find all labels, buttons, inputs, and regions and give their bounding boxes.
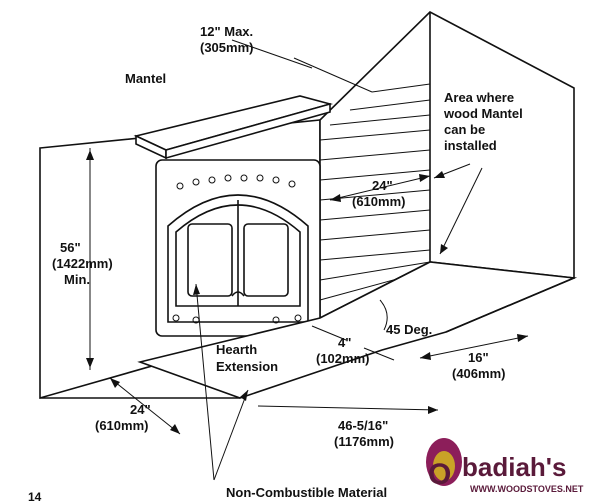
label-sixteen-2: (406mm)	[452, 366, 505, 381]
dim-height	[86, 148, 94, 370]
page-number: 14	[28, 490, 42, 502]
dim-4	[311, 325, 395, 361]
label-height-2: (1422mm)	[52, 256, 113, 271]
label-area-3: can be	[444, 122, 485, 137]
label-mantel-max-1: 12" Max.	[200, 24, 253, 39]
brick-hatch	[319, 83, 431, 301]
label-four-2: (102mm)	[316, 351, 369, 366]
label-front-24-1: 24"	[130, 402, 151, 417]
dim-side-24	[329, 174, 431, 202]
logo-url: WWW.WOODSTOVES.NET	[470, 484, 584, 494]
label-front-24-2: (610mm)	[95, 418, 148, 433]
label-hearth-2: Extension	[216, 359, 278, 374]
label-four-1: 4"	[338, 335, 351, 350]
label-hearth-1: Hearth	[216, 342, 257, 357]
dim-16	[419, 334, 529, 360]
fireplace-insert	[155, 159, 321, 337]
area-arrows	[433, 163, 483, 255]
logo-initial: O	[428, 458, 451, 491]
label-area-1: Area where	[444, 90, 514, 105]
label-sixteen-1: 16"	[468, 350, 489, 365]
label-width-1: 46-5/16"	[338, 418, 388, 433]
noncomb-leaders	[193, 283, 249, 481]
angle-45-arc	[379, 299, 388, 331]
label-width-2: (1176mm)	[334, 434, 394, 449]
label-height-1: 56"	[60, 240, 81, 255]
obadiahs-logo: O badiah's WWW.WOODSTOVES.NET	[426, 438, 584, 494]
dim-mantel-depth	[231, 39, 373, 93]
label-area-2: wood Mantel	[443, 106, 523, 121]
dim-front-24	[109, 377, 181, 435]
floor-line-right	[445, 277, 575, 333]
label-mantel-max-2: (305mm)	[200, 40, 253, 55]
label-side-24-2: (610mm)	[352, 194, 405, 209]
label-45-deg: 45 Deg.	[386, 322, 432, 337]
label-side-24-1: 24"	[372, 178, 393, 193]
label-area-4: installed	[444, 138, 497, 153]
dim-width	[257, 405, 439, 414]
mantel-edge	[165, 102, 331, 160]
label-mantel: Mantel	[125, 71, 166, 86]
label-noncomb: Non-Combustible Material	[226, 485, 387, 500]
label-height-3: Min.	[64, 272, 90, 287]
logo-name: badiah's	[462, 452, 566, 482]
